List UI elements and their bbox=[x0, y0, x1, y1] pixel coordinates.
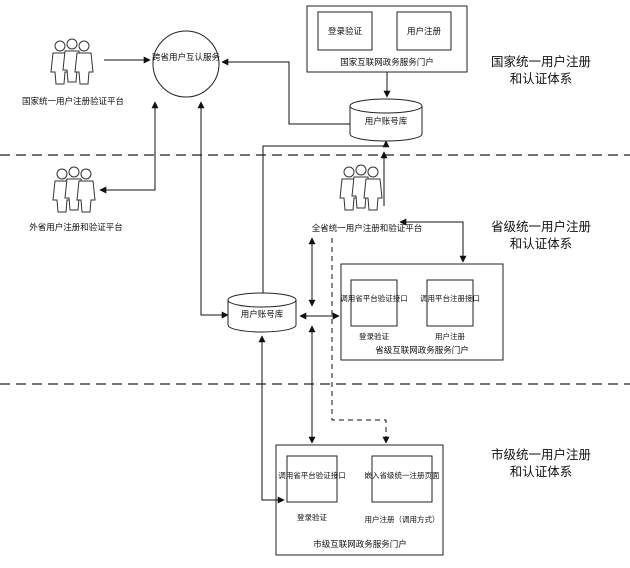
arrow-other-province-cross-service bbox=[99, 101, 159, 194]
national-register-label: 用户注册 bbox=[407, 26, 442, 37]
province-user-icon-group bbox=[339, 164, 383, 211]
province-account-db bbox=[227, 292, 297, 333]
province-account-db-label: 用户账号库 bbox=[241, 309, 284, 320]
cross-province-service-circle bbox=[152, 30, 220, 98]
national-register-box bbox=[396, 11, 452, 51]
province-portal-title: 省级互联网政务服务门户 bbox=[375, 345, 469, 356]
city-portal-title: 市级互联网政务服务门户 bbox=[313, 539, 407, 550]
national-account-db-label: 用户账号库 bbox=[365, 116, 408, 127]
national-login-label: 登录验证 bbox=[328, 26, 363, 37]
city-login-label: 登录验证 bbox=[297, 512, 327, 522]
arrow-embed-register-page bbox=[331, 238, 390, 444]
province-register-label: 用户注册 bbox=[435, 331, 465, 341]
national-portal-title: 国家互联网政务服务门户 bbox=[340, 57, 434, 68]
national-section-title-line2: 和认证体系 bbox=[510, 71, 573, 86]
arrow-province-db-city-login bbox=[258, 335, 285, 504]
national-account-db bbox=[349, 98, 423, 142]
cross-province-service-label: 跨省用户互认服务 bbox=[152, 52, 221, 63]
arrow-province-platform-portal bbox=[399, 218, 467, 263]
city-login-iface-label: 调用省平台验证接口 bbox=[278, 470, 346, 480]
province-platform-label: 全省统一用户注册和验证平台 bbox=[312, 223, 423, 234]
city-section-title-line2: 和认证体系 bbox=[510, 464, 573, 479]
city-embed-page-box bbox=[371, 455, 433, 503]
national-user-icon-group bbox=[50, 38, 94, 85]
arrow-account-db-to-cross-service bbox=[221, 58, 350, 125]
national-section-title-line1: 国家统一用户注册 bbox=[491, 54, 591, 69]
national-login-box bbox=[317, 11, 373, 51]
province-login-iface-box bbox=[350, 279, 398, 327]
city-login-iface-box bbox=[286, 455, 338, 503]
user-icon bbox=[76, 168, 96, 213]
province-login-label: 登录验证 bbox=[359, 331, 389, 341]
province-register-iface-box bbox=[426, 279, 474, 327]
province-register-iface-label: 调用平台注册接口 bbox=[420, 293, 480, 303]
city-section-title-line1: 市级统一用户注册 bbox=[491, 447, 591, 462]
user-icon bbox=[74, 40, 94, 85]
other-province-user-icon-group bbox=[52, 166, 96, 213]
province-section-title-line2: 和认证体系 bbox=[510, 236, 573, 251]
arrow-province-db-to-national-db bbox=[262, 140, 390, 296]
other-province-platform-label: 外省用户注册和验证平台 bbox=[29, 222, 123, 233]
city-embed-page-label: 嵌入省级统一注册页面 bbox=[365, 470, 440, 480]
city-register-label: 用户注册（调用方式） bbox=[365, 514, 440, 524]
province-login-iface-label: 调用省平台验证接口 bbox=[340, 293, 408, 303]
national-user-platform-label: 国家统一用户注册验证平台 bbox=[22, 96, 124, 107]
arrow-province-db-cross-service bbox=[197, 101, 229, 319]
user-icon bbox=[363, 166, 383, 211]
province-section-title-line1: 省级统一用户注册 bbox=[491, 219, 591, 234]
